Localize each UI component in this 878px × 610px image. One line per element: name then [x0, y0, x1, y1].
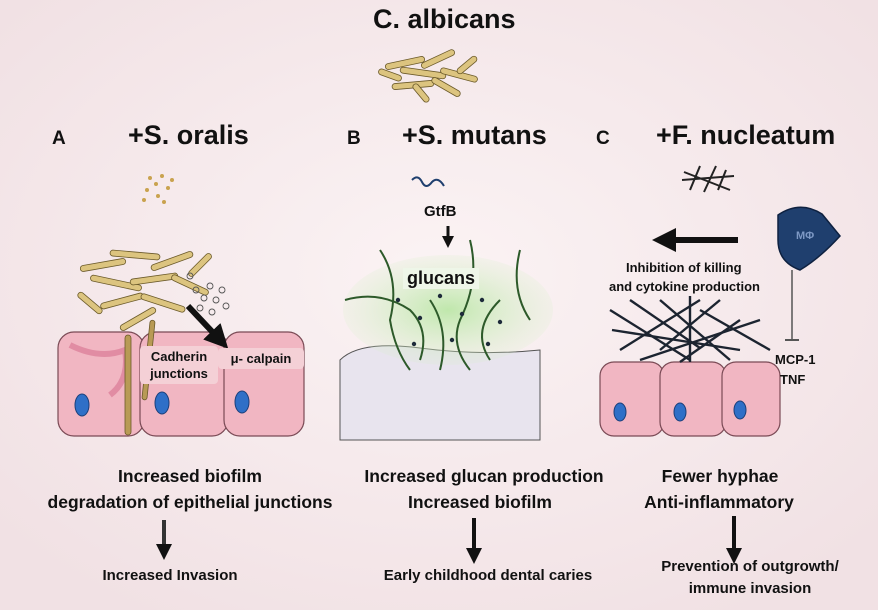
s-mutans-chain — [411, 176, 445, 187]
mcp1-label: MCP-1 — [775, 352, 816, 367]
candida-albicans-cluster — [378, 49, 478, 103]
f-nucleatum-mesh — [609, 296, 771, 363]
glucans-label: glucans — [403, 268, 480, 289]
panel-c-partner: +F. nucleatum — [656, 120, 836, 150]
panel-c-outcome-line1: Fewer hyphae — [661, 466, 779, 486]
panel-b-result: Early childhood dental caries — [383, 567, 593, 584]
inhibition-label-line2: and cytokine production — [609, 279, 760, 294]
mu-calpain-label: μ- calpain — [218, 348, 304, 369]
panel-c-illustration — [599, 165, 841, 437]
main-title: C. albicans — [373, 4, 516, 34]
panel-a-partner: +S. oralis — [128, 120, 249, 150]
panel-c-outcome-line2: Anti-inflammatory — [644, 492, 794, 512]
panel-c-letter: C — [596, 128, 610, 149]
panel-a-outcome-line2: degradation of epithelial junctions — [47, 492, 333, 512]
panel-b-outcome-line2: Increased biofilm — [408, 492, 552, 512]
panel-b-letter: B — [347, 128, 361, 149]
macrophage-shape — [777, 206, 841, 271]
s-mutans-hyphae-b — [344, 239, 531, 371]
tnf-label: TNF — [780, 372, 806, 387]
panel-c-result-line1: Prevention of outgrowth/ — [661, 558, 839, 575]
f-nucleatum-rods-top — [681, 165, 735, 193]
macrophage-label: MΦ — [796, 230, 815, 242]
arrow-to-calpain — [185, 303, 229, 349]
panel-b-illustration — [339, 176, 553, 441]
panel-c-result-line2: immune invasion — [688, 580, 812, 597]
cadherin-junctions-label: Cadherin junctions — [140, 346, 218, 384]
panel-a-result: Increased Invasion — [102, 567, 238, 584]
epithelial-cells-c — [599, 361, 781, 437]
gtfb-label: GtfB — [424, 203, 457, 220]
panel-a-outcome-line1: Increased biofilm — [118, 466, 262, 486]
panel-a-letter: A — [52, 128, 66, 149]
glucan-matrix — [343, 255, 553, 365]
panel-b-partner: +S. mutans — [402, 120, 547, 150]
inhibition-label-line1: Inhibition of killing — [626, 260, 742, 275]
panel-b-outcome-line1: Increased glucan production — [364, 466, 604, 486]
bacterial-dots-b — [395, 293, 503, 347]
s-oralis-colony — [186, 272, 230, 316]
s-oralis-cocci — [142, 174, 174, 204]
